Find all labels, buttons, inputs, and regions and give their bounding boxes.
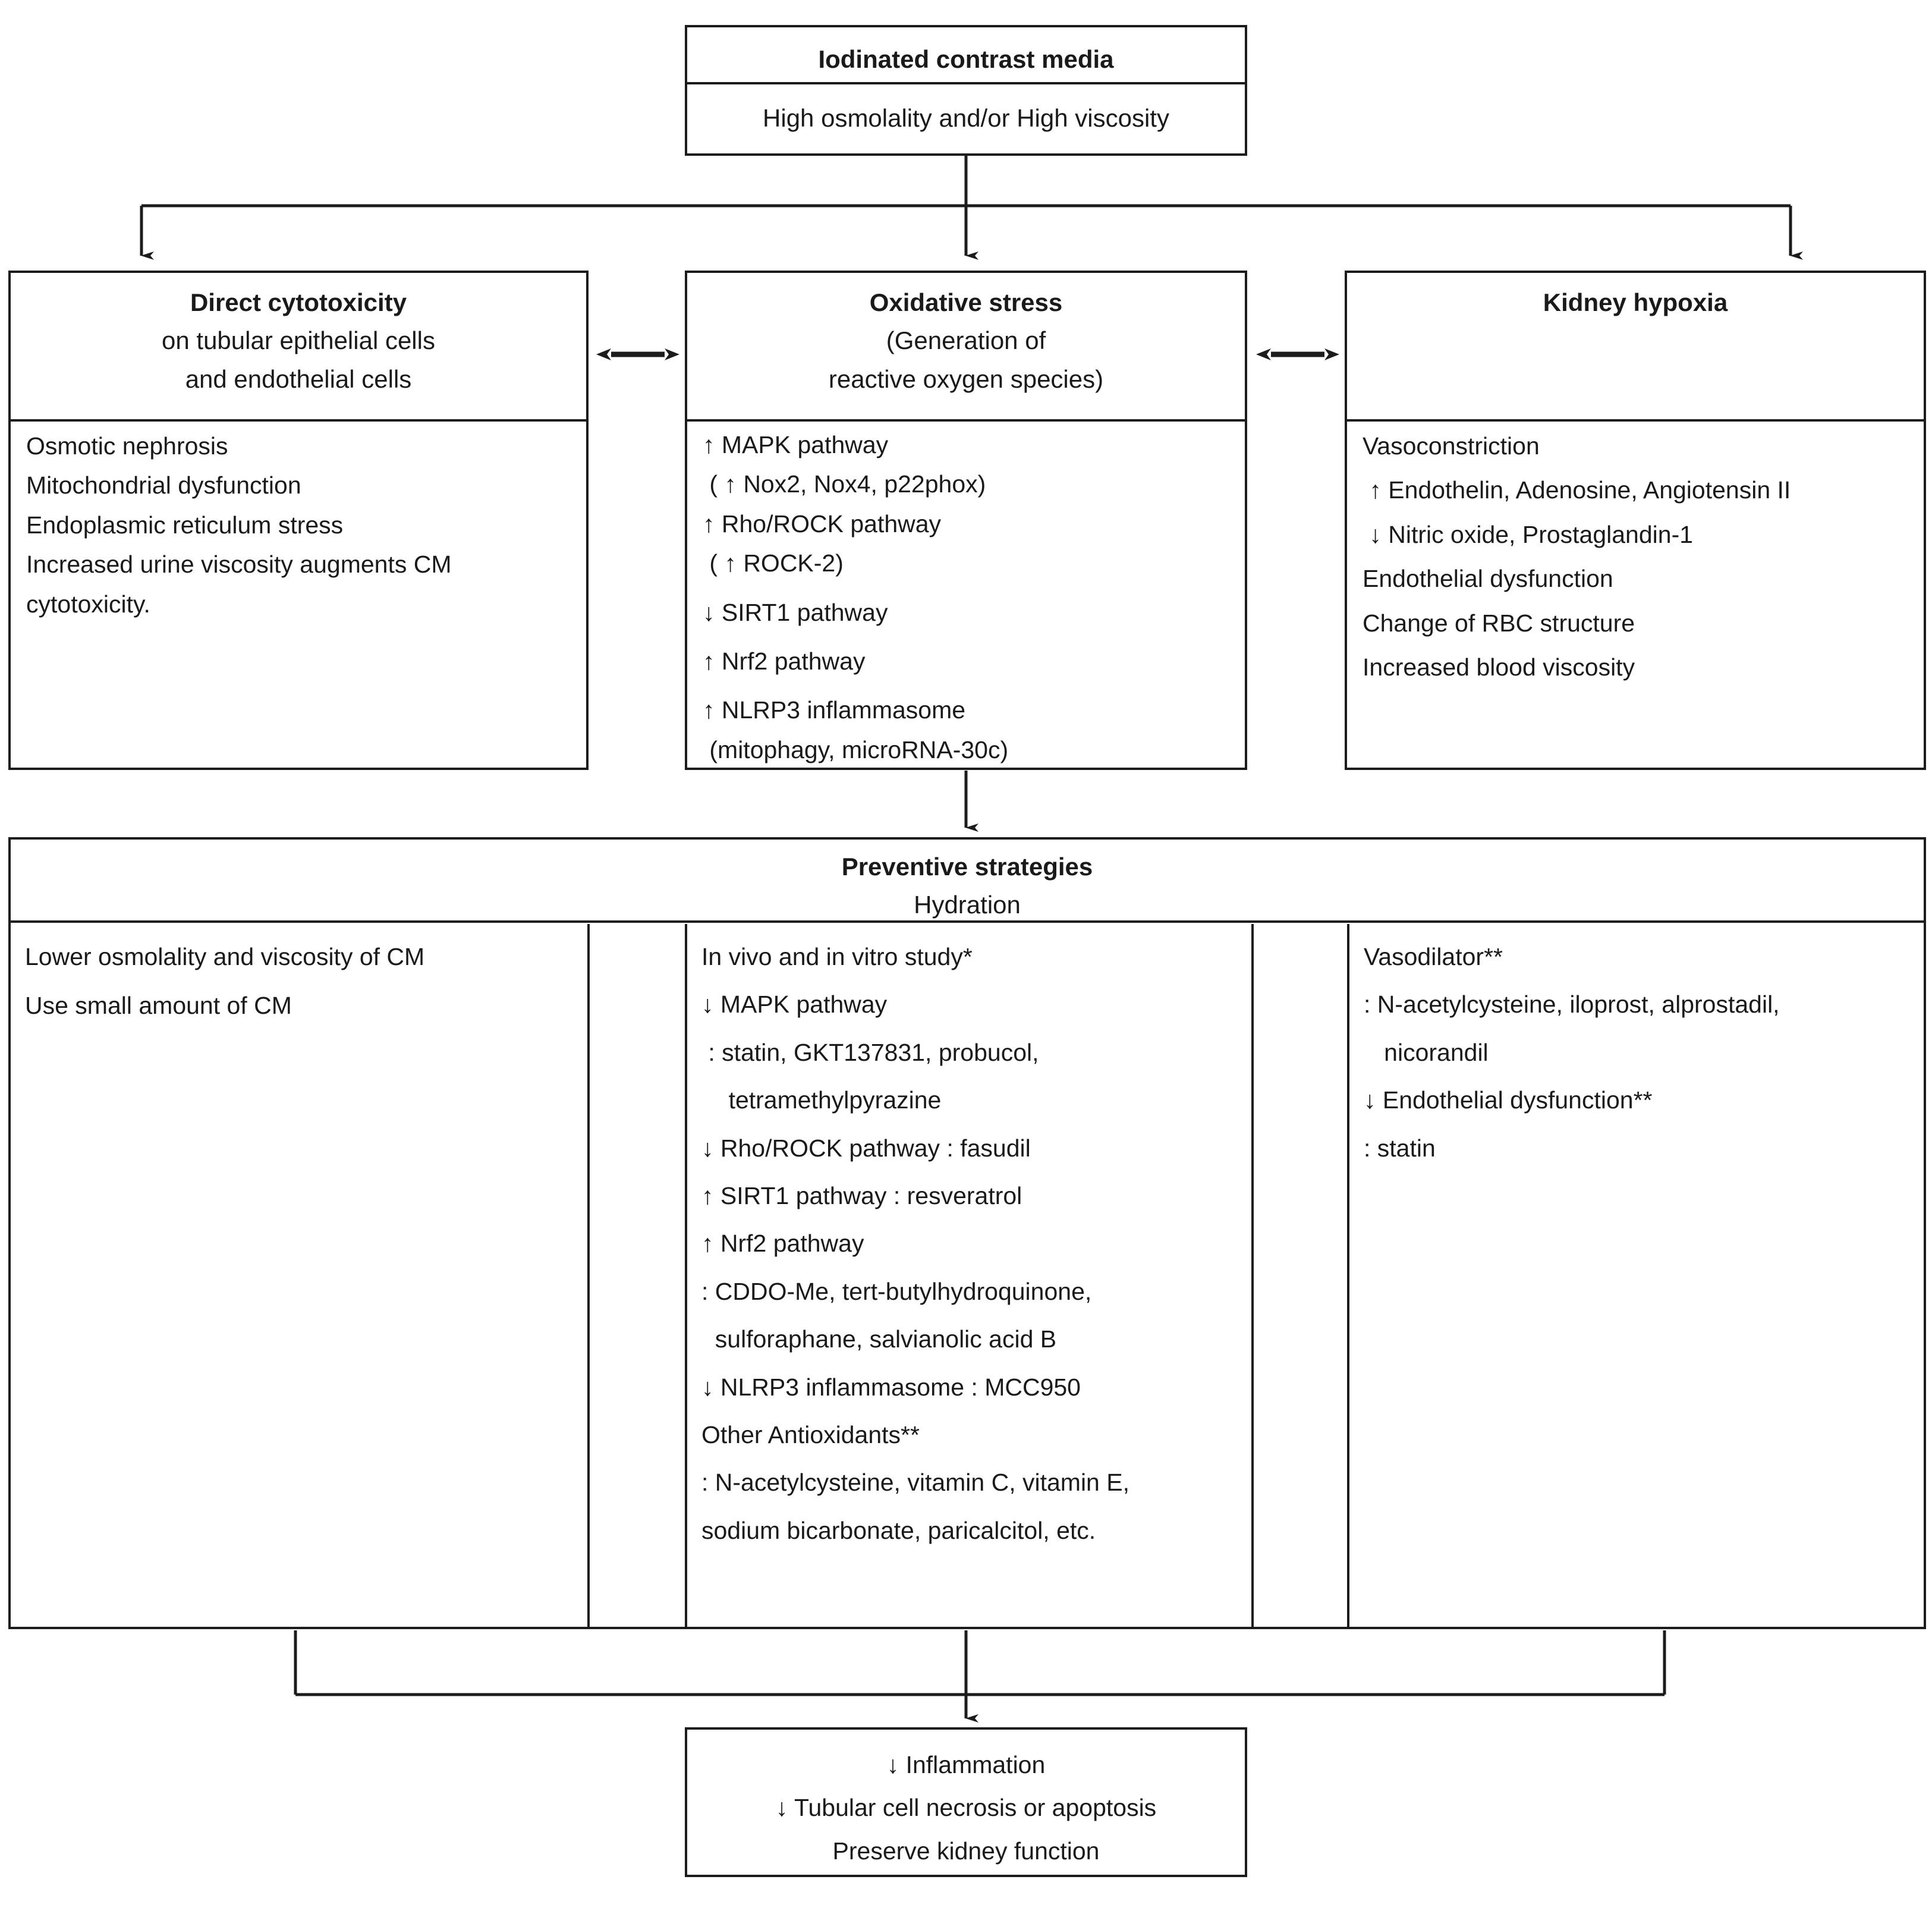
node-header: Preventive strategies Hydration [11,840,1924,919]
node-item-list: Osmotic nephrosis Mitochondrial dysfunct… [11,426,586,624]
list-item: ↓ Endothelial dysfunction** [1364,1086,1653,1114]
list-item: Vasodilator** [1364,943,1503,970]
list-item: Endothelial dysfunction [1363,565,1613,593]
list-item: Increased urine viscosity augments CM [26,551,452,579]
preventive-column-cm-measures: Lower osmolality and viscosity of CM Use… [11,924,590,1627]
node-header: Oxidative stress (Generation of reactive… [687,273,1245,422]
node-title: Oxidative stress [869,288,1063,316]
connector-top-to-bar [141,156,1791,208]
node-subtitle-line-1: (Generation of [886,326,1046,354]
node-title: Direct cytotoxicity [190,288,407,316]
list-item: tetramethylpyrazine [701,1086,942,1114]
list-item: Increased blood viscosity [1363,653,1635,681]
list-item: ↑ SIRT1 pathway : resveratrol [701,1182,1022,1210]
list-item: ↓ Tubular cell necrosis or apoptosis [775,1794,1157,1822]
node-oxidative-stress: Oxidative stress (Generation of reactive… [685,271,1247,770]
list-item: : N-acetylcysteine, vitamin C, vitamin E… [701,1469,1129,1497]
list-item: nicorandil [1364,1038,1489,1066]
node-title: Preventive strategies [841,853,1093,881]
list-item: cytotoxicity. [26,590,150,618]
list-item: sodium bicarbonate, paricalcitol, etc. [701,1516,1096,1544]
node-kidney-hypoxia: Kidney hypoxia Vasoconstriction ↑ Endoth… [1345,271,1926,770]
node-item-list: Vasoconstriction ↑ Endothelin, Adenosine… [1347,426,1924,687]
list-item: Mitochondrial dysfunction [26,472,301,499]
list-item: ↓ Nitric oxide, Prostaglandin-1 [1363,520,1694,548]
node-header: Iodinated contrast media [687,27,1245,84]
list-item: : statin, GKT137831, probucol, [701,1038,1039,1066]
outcome-list: ↓ Inflammation ↓ Tubular cell necrosis o… [687,1730,1245,1871]
list-item: Vasoconstriction [1363,432,1540,460]
node-item-list: ↑ MAPK pathway ( ↑ Nox2, Nox4, p22phox) … [687,425,1245,769]
list-item: Endoplasmic reticulum stress [26,511,344,539]
node-subtitle-line-2: and endothelial cells [185,365,412,394]
node-direct-cytotoxicity: Direct cytotoxicity on tubular epithelia… [8,271,589,770]
list-item: ↓ Inflammation [886,1751,1046,1778]
list-item: ( ↑ ROCK-2) [703,549,844,577]
list-item: ↑ MAPK pathway [703,431,889,458]
list-item: : N-acetylcysteine, iloprost, alprostadi… [1364,991,1780,1019]
node-preventive-strategies: Preventive strategies Hydration Lower os… [8,837,1926,1629]
list-item: ↓ NLRP3 inflammasome : MCC950 [701,1373,1081,1401]
list-item: Change of RBC structure [1363,609,1635,637]
list-item: Lower osmolality and viscosity of CM [25,943,425,970]
node-header: Kidney hypoxia [1347,273,1924,422]
node-subtitle-line-1: on tubular epithelial cells [162,326,435,354]
list-item: ↑ Nrf2 pathway [703,648,866,675]
list-item: ↑ Rho/ROCK pathway [703,510,942,538]
header-divider [11,920,1924,923]
list-item: ↓ Rho/ROCK pathway : fasudil [701,1134,1031,1162]
list-item: ↑ Endothelin, Adenosine, Angiotensin II [1363,476,1791,504]
node-outcome: ↓ Inflammation ↓ Tubular cell necrosis o… [685,1727,1247,1877]
list-item: Use small amount of CM [25,992,292,1020]
preventive-column-vasodilator: Vasodilator** : N-acetylcysteine, ilopro… [1347,924,1924,1627]
list-item: Preserve kidney function [832,1837,1100,1865]
node-title: Kidney hypoxia [1543,288,1728,316]
node-subtitle: High osmolality and/or High viscosity [763,104,1169,132]
node-iodinated-contrast-media: Iodinated contrast media High osmolality… [685,25,1247,156]
node-title: Iodinated contrast media [818,45,1114,73]
list-item: sulforaphane, salvianolic acid B [701,1325,1057,1353]
node-subtitle-line-2: reactive oxygen species) [828,365,1104,394]
list-item: ↓ SIRT1 pathway [703,598,888,626]
node-subtitle: Hydration [914,891,1021,919]
node-header: Direct cytotoxicity on tubular epithelia… [11,273,586,422]
preventive-column-in-vivo-in-vitro: In vivo and in vitro study* ↓ MAPK pathw… [685,924,1254,1627]
list-item: (mitophagy, microRNA-30c) [703,736,1009,763]
list-item: Other Antioxidants** [701,1421,920,1449]
list-item: ↑ Nrf2 pathway [701,1230,864,1258]
list-item: : CDDO-Me, tert-butylhydroquinone, [701,1277,1092,1305]
list-item: ( ↑ Nox2, Nox4, p22phox) [703,470,986,498]
list-item: : statin [1364,1134,1436,1162]
list-item: ↑ NLRP3 inflammasome [703,696,966,724]
connector-preventive-to-outcome [294,1630,1666,1723]
list-item: In vivo and in vitro study* [701,943,973,970]
list-item: Osmotic nephrosis [26,432,228,460]
list-item: ↓ MAPK pathway [701,991,888,1019]
